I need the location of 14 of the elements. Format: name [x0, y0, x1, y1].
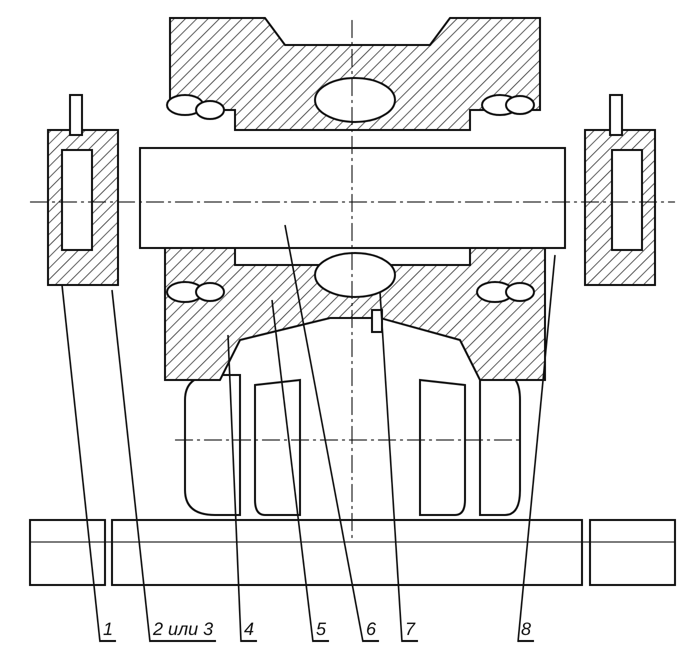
leader-line — [379, 292, 403, 642]
leader-line — [284, 224, 364, 642]
leader-line — [61, 284, 101, 642]
callout-number: 4 — [241, 618, 258, 642]
callout-number: 6 — [363, 618, 380, 642]
callout-number: 2 или 3 — [150, 618, 216, 642]
callout-number: 1 — [100, 618, 116, 642]
leader-line — [111, 290, 151, 642]
leader-line — [227, 334, 242, 642]
leader-line — [271, 300, 314, 642]
callout-number: 8 — [518, 618, 534, 642]
leader-line — [517, 254, 556, 642]
callout-number: 7 — [402, 618, 418, 642]
callout-number: 5 — [313, 618, 330, 642]
